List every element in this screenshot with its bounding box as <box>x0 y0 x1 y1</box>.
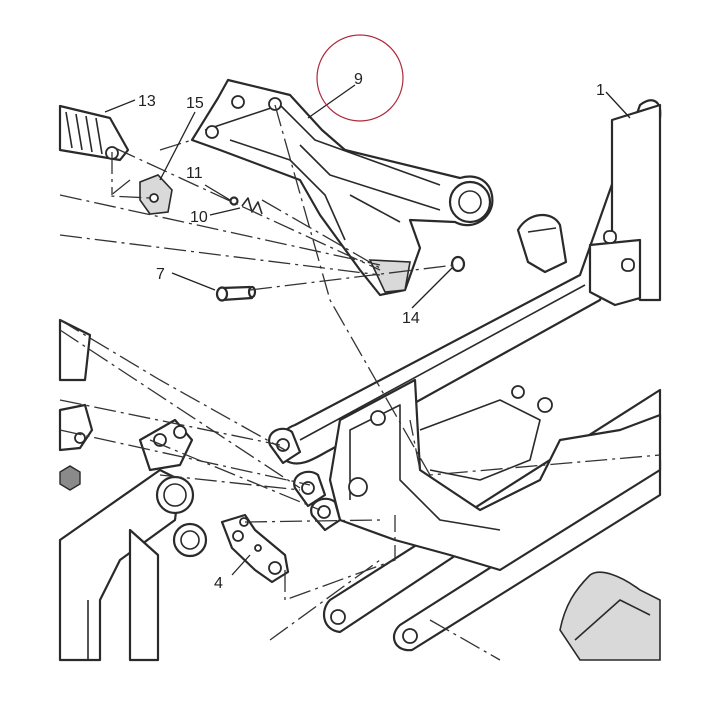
callout-15: 15 <box>186 95 204 112</box>
footpeg-rubber <box>139 174 173 215</box>
callout-9: 9 <box>354 71 363 88</box>
detent-spring <box>229 196 263 215</box>
callout-10: 10 <box>190 209 208 226</box>
footrest-bracket <box>190 78 494 297</box>
callout-1: 1 <box>596 82 605 99</box>
highlight-circle <box>316 34 404 122</box>
callout-13: 13 <box>138 93 156 110</box>
footpeg <box>58 104 130 162</box>
mounting-plate <box>220 513 290 584</box>
main-frame <box>58 99 662 662</box>
callout-labels: 1 4 7 9 10 11 13 14 15 <box>138 71 605 592</box>
circlip <box>450 255 466 273</box>
leader-lines <box>104 84 631 576</box>
callout-11: 11 <box>186 165 203 182</box>
callout-4: 4 <box>214 575 223 592</box>
assembly-lines <box>59 104 661 661</box>
callout-7: 7 <box>156 266 165 283</box>
pivot-pin <box>215 285 257 302</box>
callout-14: 14 <box>402 310 420 327</box>
